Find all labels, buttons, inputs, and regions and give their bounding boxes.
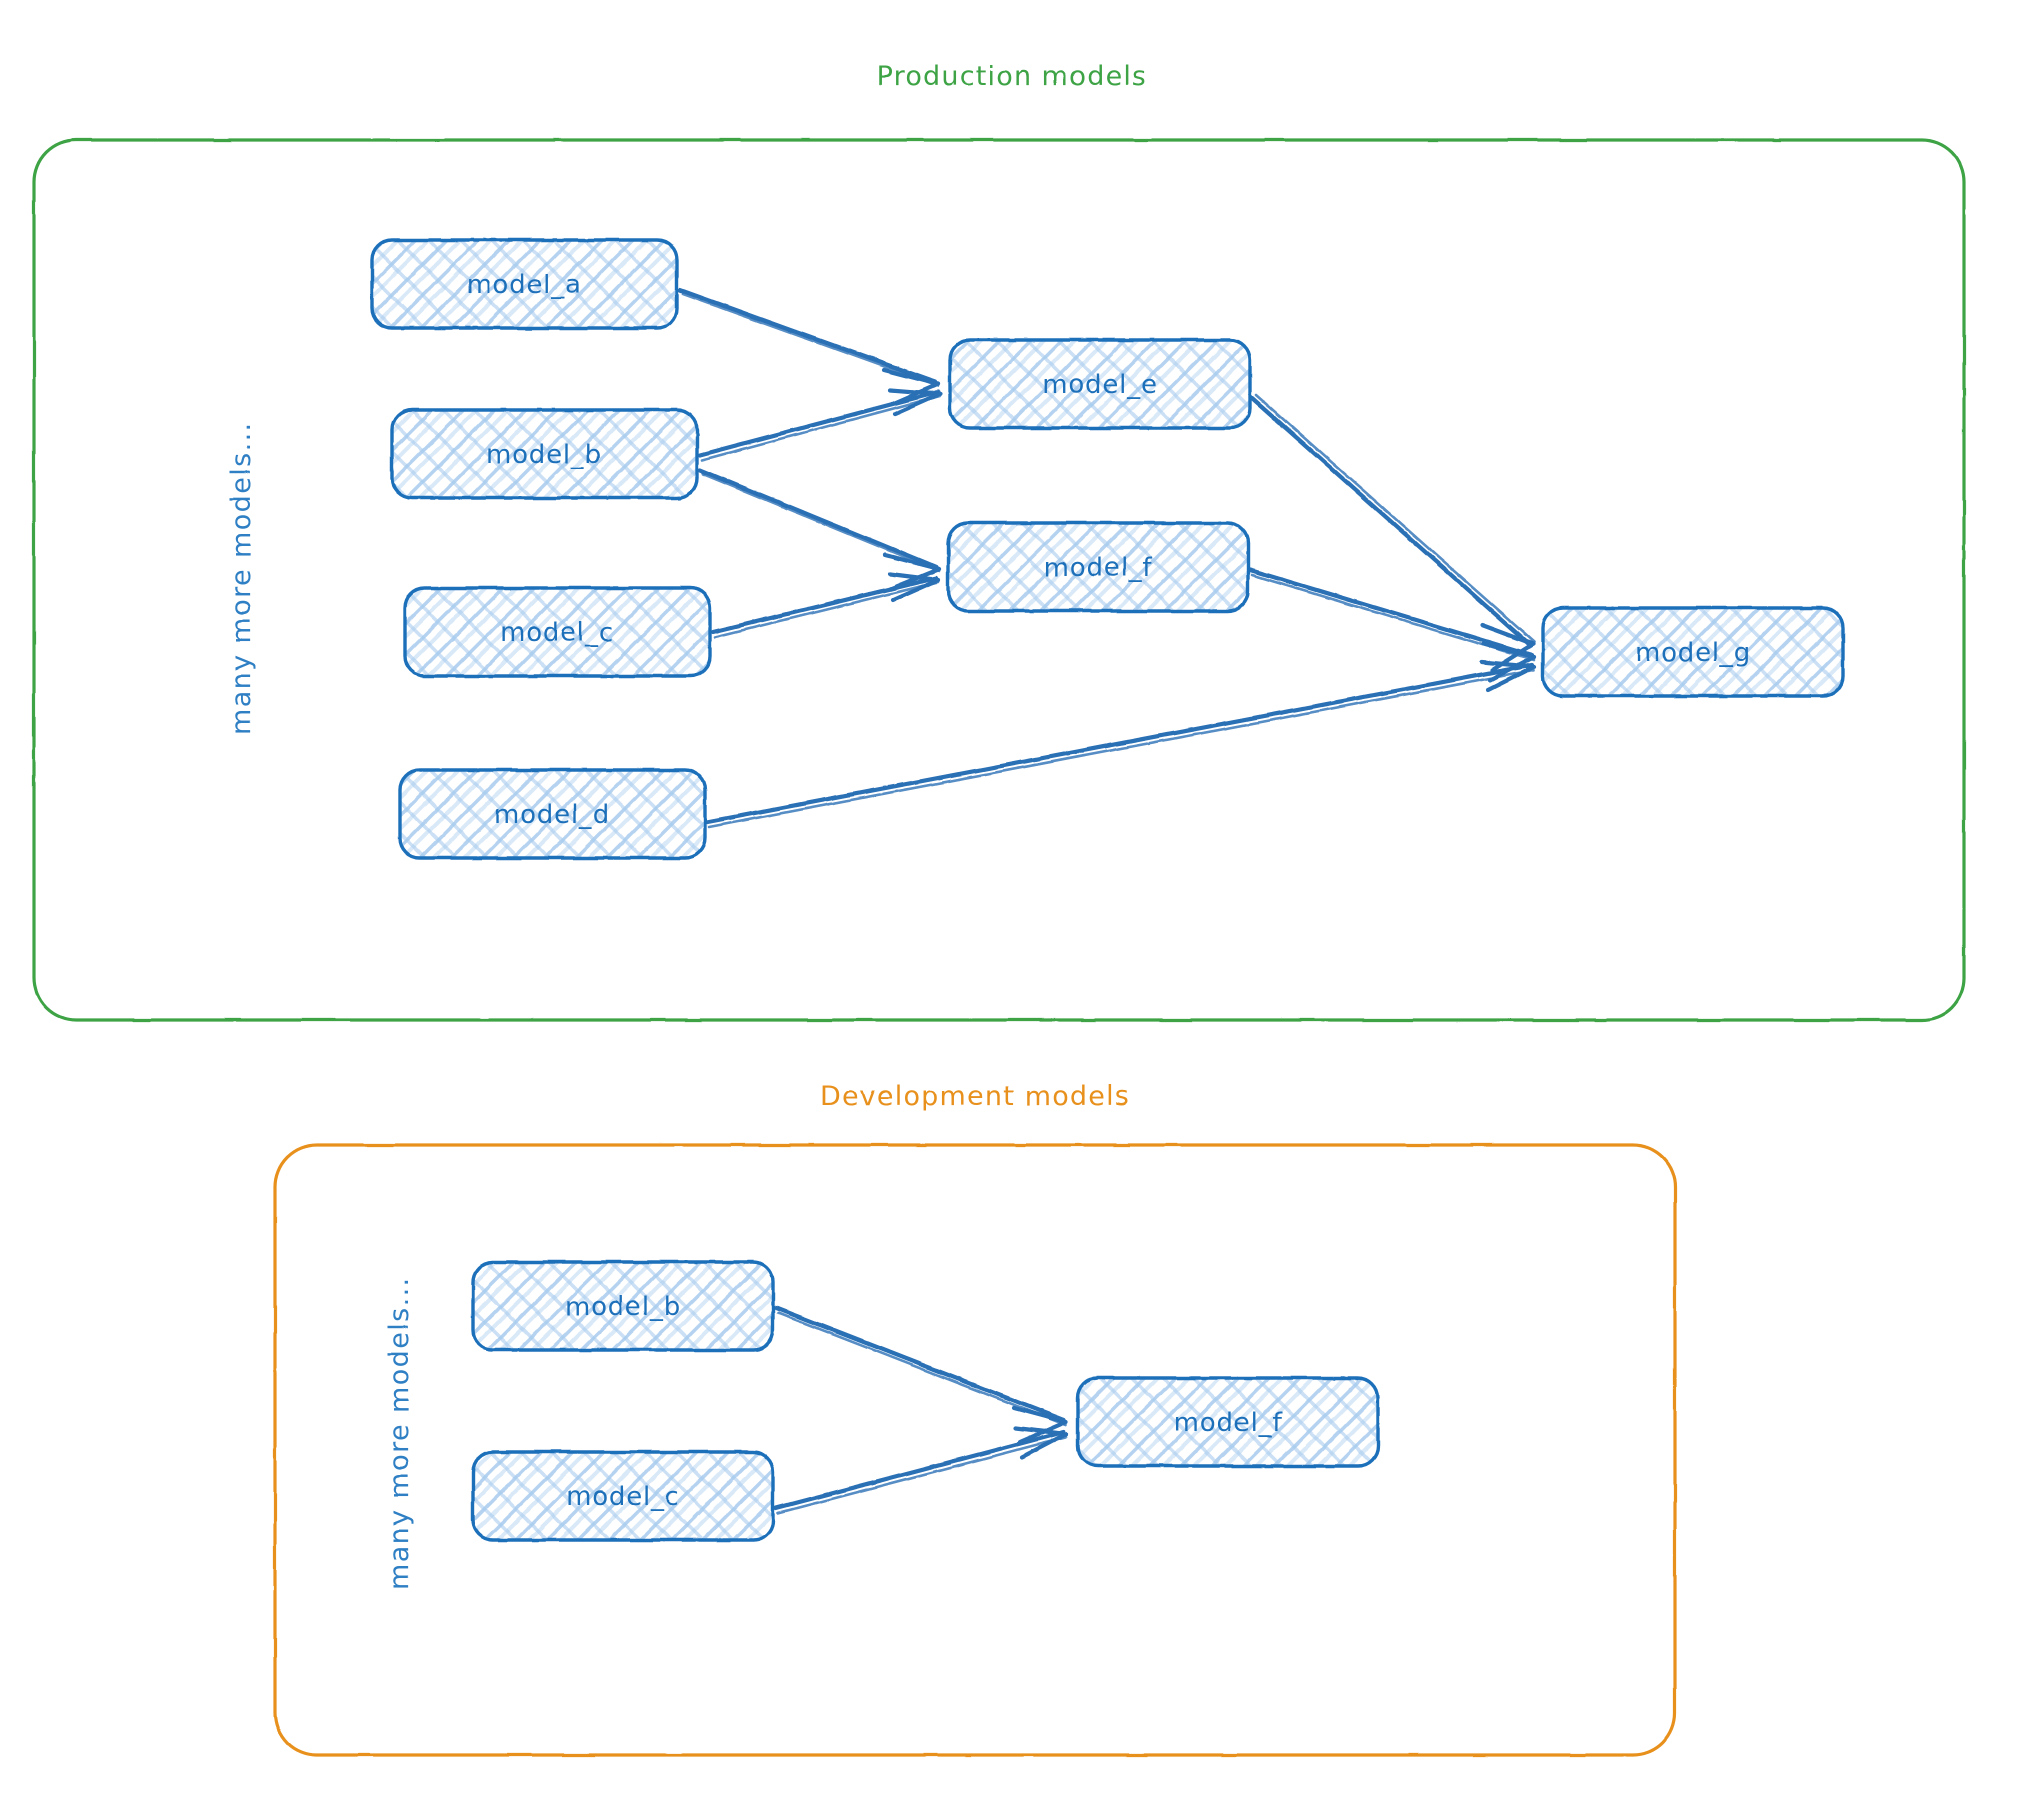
node-label-p_model_c: model_c — [500, 618, 614, 648]
production-title: Production models — [877, 61, 1148, 92]
node-label-p_model_f: model_f — [1044, 553, 1153, 583]
development-nodes: model_b model_c model_f — [471, 1260, 1380, 1542]
production-border-box — [32, 138, 1966, 1022]
edge-model_e-model_g — [1249, 393, 1536, 673]
node-d_model_f[interactable]: model_f — [1076, 1376, 1380, 1468]
node-label-d_model_c: model_c — [566, 1482, 680, 1512]
node-label-d_model_b: model_b — [565, 1292, 681, 1322]
edge-model_f-model_g — [1247, 567, 1537, 683]
node-label-d_model_f: model_f — [1174, 1408, 1283, 1438]
node-d_model_b[interactable]: model_b — [471, 1260, 775, 1352]
edge-model_d-model_g — [704, 659, 1537, 829]
node-d_model_c[interactable]: model_c — [471, 1450, 775, 1542]
edge-d_model_b-d_model_f — [773, 1305, 1069, 1445]
node-p_model_d[interactable]: model_d — [398, 768, 707, 860]
edge-model_c-model_f — [710, 571, 941, 639]
production-side-label: many more models... — [226, 421, 257, 735]
edge-model_b-model_f — [697, 467, 942, 592]
node-p_model_g[interactable]: model_g — [1541, 606, 1845, 698]
edge-model_b-model_e — [697, 387, 943, 462]
development-side-label: many more models... — [384, 1276, 415, 1590]
node-p_model_c[interactable]: model_c — [403, 586, 712, 678]
node-p_model_b[interactable]: model_b — [390, 408, 699, 500]
production-edges — [677, 287, 1537, 829]
node-label-p_model_a: model_a — [466, 270, 582, 300]
development-title: Development models — [820, 1081, 1130, 1112]
edge-d_model_c-d_model_f — [773, 1425, 1069, 1515]
node-label-p_model_b: model_b — [486, 440, 602, 470]
group-development: Development models many more models... — [273, 1081, 1677, 1757]
node-p_model_f[interactable]: model_f — [946, 521, 1250, 613]
node-label-p_model_g: model_g — [1635, 638, 1751, 668]
edge-model_a-model_e — [677, 287, 941, 407]
development-edges — [773, 1305, 1069, 1515]
node-label-p_model_e: model_e — [1042, 370, 1158, 400]
node-label-p_model_d: model_d — [494, 800, 610, 830]
group-production: Production models many more models... — [32, 61, 1966, 1022]
node-p_model_e[interactable]: model_e — [948, 338, 1252, 430]
development-border-box — [273, 1143, 1677, 1757]
node-p_model_a[interactable]: model_a — [370, 238, 679, 330]
production-nodes: model_a model_b model_c model_d — [370, 238, 1845, 860]
